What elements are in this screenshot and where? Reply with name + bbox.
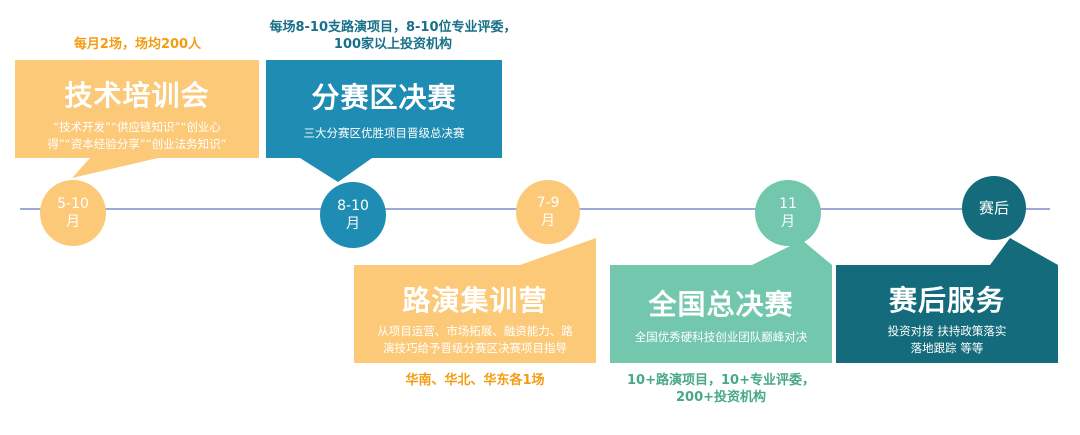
sub-regional-final: 三大分赛区优胜项目晋级总决赛: [303, 126, 465, 140]
note-regional-final: 每场8-10支路演项目，8-10位专业评委， 100家以上投资机构: [269, 20, 517, 52]
sub-national-final: 全国优秀硬科技创业团队巅峰对决: [634, 330, 808, 344]
box-national-final: 全国总决赛 全国优秀硬科技创业团队巅峰对决: [610, 265, 832, 363]
note-roadshow-camp: 华南、华北、华东各1场: [405, 373, 545, 388]
marker-training: 5-10 月: [40, 180, 106, 246]
tail-regional-final: [300, 158, 372, 182]
title-regional-final: 分赛区决赛: [311, 81, 457, 114]
title-national-final: 全国总决赛: [648, 288, 794, 321]
marker-roadshow-camp: 7-9 月: [516, 180, 580, 244]
tail-roadshow-camp: [520, 238, 596, 265]
title-training: 技术培训会: [64, 79, 210, 112]
box-roadshow-camp: 路演集训营 从项目运营、市场拓展、融资能力、路 演技巧给予晋级分赛区决赛项目指导: [354, 265, 596, 363]
box-regional-final: 分赛区决赛 三大分赛区优胜项目晋级总决赛: [266, 60, 502, 158]
box-post-service: 赛后服务 投资对接 扶持政策落实 落地跟踪 等等: [836, 265, 1058, 363]
note-training: 每月2场，场均200人: [73, 37, 202, 52]
title-post-service: 赛后服务: [888, 284, 1005, 317]
tail-post-service: [990, 238, 1058, 265]
marker-national-final: 11 月: [755, 180, 821, 246]
sub-post-service: 投资对接 扶持政策落实 落地跟踪 等等: [887, 324, 1007, 355]
note-national-final: 10+路演项目，10+专业评委， 200+投资机构: [627, 373, 815, 405]
title-roadshow-camp: 路演集训营: [402, 284, 548, 317]
box-training: 技术培训会 “技术开发”“供应链知识”“创业心 得”“资本经验分享”“创业法务知…: [15, 60, 259, 158]
tail-national-final: [752, 240, 832, 265]
sub-training: “技术开发”“供应链知识”“创业心 得”“资本经验分享”“创业法务知识”: [47, 120, 227, 151]
marker-regional-final: 8-10 月: [320, 182, 386, 248]
sub-roadshow-camp: 从项目运营、市场拓展、融资能力、路 演技巧给予晋级分赛区决赛项目指导: [377, 324, 573, 355]
tail-training: [72, 158, 158, 178]
marker-post-service: 赛后: [962, 176, 1026, 240]
